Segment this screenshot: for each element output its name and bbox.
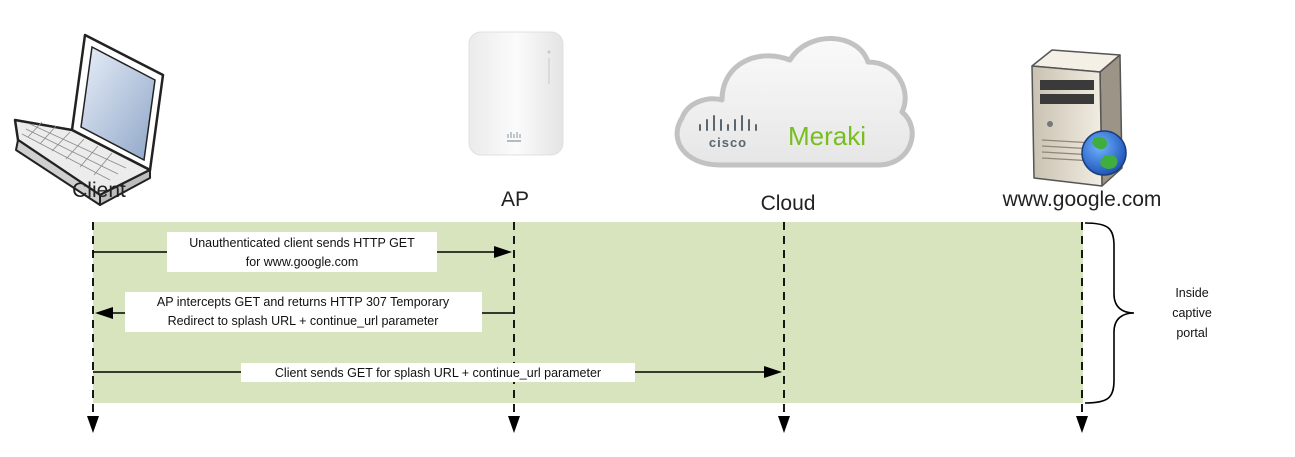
server-label: www.google.com xyxy=(1002,188,1162,211)
message-2-label-bg xyxy=(125,292,482,332)
message-2-line-2: Redirect to splash URL + continue_url pa… xyxy=(168,314,439,328)
message-3-label-bg xyxy=(241,363,635,382)
message-1-label-bg xyxy=(167,232,437,272)
client-end-arrow xyxy=(87,416,99,433)
message-1-line-1: Unauthenticated client sends HTTP GET xyxy=(189,236,415,250)
lifeline-end-arrows xyxy=(87,416,1088,433)
server-end-arrow xyxy=(1076,416,1088,433)
web-server-icon xyxy=(1031,49,1127,187)
message-2: AP intercepts GET and returns HTTP 307 T… xyxy=(95,292,514,332)
lifelines xyxy=(92,222,1083,416)
captive-portal-brace xyxy=(1084,222,1135,404)
meraki-logo-text: Meraki xyxy=(788,121,866,151)
laptop-icon xyxy=(13,33,165,206)
note-line-1: Inside xyxy=(1175,286,1208,300)
message-3-line-1: Client sends GET for splash URL + contin… xyxy=(275,366,601,380)
message-1-arrowhead xyxy=(494,246,512,258)
message-2-line-1: AP intercepts GET and returns HTTP 307 T… xyxy=(157,295,450,309)
ap-end-arrow xyxy=(508,416,520,433)
message-1: Unauthenticated client sends HTTP GET fo… xyxy=(93,232,512,272)
message-3: Client sends GET for splash URL + contin… xyxy=(93,363,782,382)
cloud-label: Cloud xyxy=(761,192,816,215)
note-line-3: portal xyxy=(1176,326,1207,340)
cisco-logo-text: cisco xyxy=(709,135,747,150)
client-label: Client xyxy=(72,179,126,202)
cloud-end-arrow xyxy=(778,416,790,433)
message-2-arrowhead xyxy=(95,307,113,319)
meraki-cloud-icon: cisco Meraki xyxy=(674,36,915,168)
ap-label: AP xyxy=(501,188,529,211)
access-point-icon xyxy=(468,31,564,156)
message-3-arrowhead xyxy=(764,366,782,378)
message-1-line-2: for www.google.com xyxy=(246,255,359,269)
note-line-2: captive xyxy=(1172,306,1212,320)
